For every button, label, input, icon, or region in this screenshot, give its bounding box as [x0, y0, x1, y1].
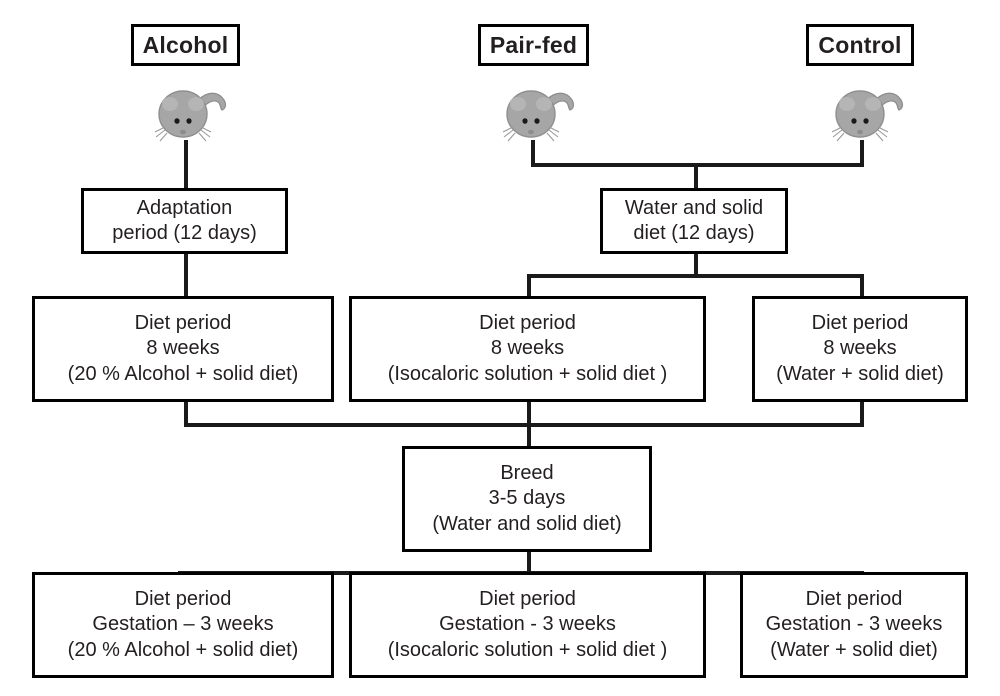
- node-line: Gestation - 3 weeks: [439, 613, 616, 636]
- group-label-control: Control: [806, 24, 914, 66]
- group-label-text: Alcohol: [142, 31, 229, 58]
- group-label-pair-fed: Pair-fed: [478, 24, 589, 66]
- node-line: Gestation – 3 weeks: [92, 613, 274, 636]
- group-label-alcohol: Alcohol: [131, 24, 240, 66]
- node-line: 8 weeks: [490, 337, 565, 360]
- connector-adaptation-to-diet-alcohol: [184, 252, 188, 298]
- mouse-icon: [143, 80, 229, 146]
- connector-diet-water-down: [860, 400, 864, 426]
- node-line: (Water + solid diet): [776, 362, 944, 385]
- node-gestation-isocaloric: Diet period Gestation - 3 weeks (Isocalo…: [349, 572, 706, 678]
- node-line: (Water and solid diet): [432, 512, 622, 535]
- node-line: period (12 days): [112, 222, 257, 244]
- node-line: Diet period: [134, 312, 232, 335]
- group-label-text: Pair-fed: [489, 31, 578, 58]
- node-breed: Breed 3-5 days (Water and solid diet): [402, 446, 652, 552]
- node-line: (Isocaloric solution + solid diet ): [387, 362, 668, 385]
- node-line: Diet period: [805, 588, 903, 611]
- node-line: Breed: [500, 462, 554, 485]
- connector-merge-bar-to-breed: [184, 423, 864, 427]
- node-line: Diet period: [479, 588, 576, 611]
- node-line: 8 weeks: [823, 337, 897, 360]
- connector-merge-to-water-solid: [694, 163, 698, 190]
- node-adaptation-period: Adaptation period (12 days): [81, 188, 288, 254]
- connector-split-to-diet-water: [860, 274, 864, 298]
- connector-alcohol-mouse-to-adaptation: [184, 140, 188, 190]
- node-line: Water and solid: [624, 196, 764, 219]
- mouse-icon: [820, 80, 906, 146]
- node-line: (20 % Alcohol + solid diet): [67, 362, 299, 385]
- connector-pairfed-mouse-down: [531, 140, 535, 166]
- connector-merge-to-breed: [527, 423, 531, 448]
- group-label-text: Control: [818, 31, 902, 58]
- mouse-icon: [491, 80, 577, 146]
- connector-split-to-diet-isocaloric: [527, 274, 531, 298]
- node-line: (Water + solid diet): [770, 638, 938, 661]
- node-line: Diet period: [134, 588, 232, 611]
- node-line: diet (12 days): [633, 222, 755, 244]
- node-line: Diet period: [479, 312, 576, 335]
- node-gestation-water: Diet period Gestation - 3 weeks (Water +…: [740, 572, 968, 678]
- node-water-and-solid-diet: Water and solid diet (12 days): [600, 188, 788, 254]
- connector-breed-down: [527, 550, 531, 574]
- node-line: (Isocaloric solution + solid diet ): [387, 638, 668, 661]
- connector-control-mouse-down: [860, 140, 864, 166]
- node-line: (20 % Alcohol + solid diet): [67, 638, 299, 661]
- node-line: 3-5 days: [488, 487, 566, 510]
- node-line: 8 weeks: [146, 337, 220, 360]
- node-diet-period-water: Diet period 8 weeks (Water + solid diet): [752, 296, 968, 402]
- connector-diet-isocaloric-down: [527, 400, 531, 426]
- connector-diet-alcohol-down: [184, 400, 188, 426]
- node-diet-period-isocaloric: Diet period 8 weeks (Isocaloric solution…: [349, 296, 706, 402]
- node-line: Diet period: [811, 312, 909, 335]
- connector-split-bar-row3: [527, 274, 864, 278]
- connector-water-solid-down: [694, 252, 698, 278]
- node-line: Gestation - 3 weeks: [765, 613, 943, 636]
- node-gestation-alcohol: Diet period Gestation – 3 weeks (20 % Al…: [32, 572, 334, 678]
- node-diet-period-alcohol: Diet period 8 weeks (20 % Alcohol + soli…: [32, 296, 334, 402]
- node-line: Adaptation: [136, 196, 233, 219]
